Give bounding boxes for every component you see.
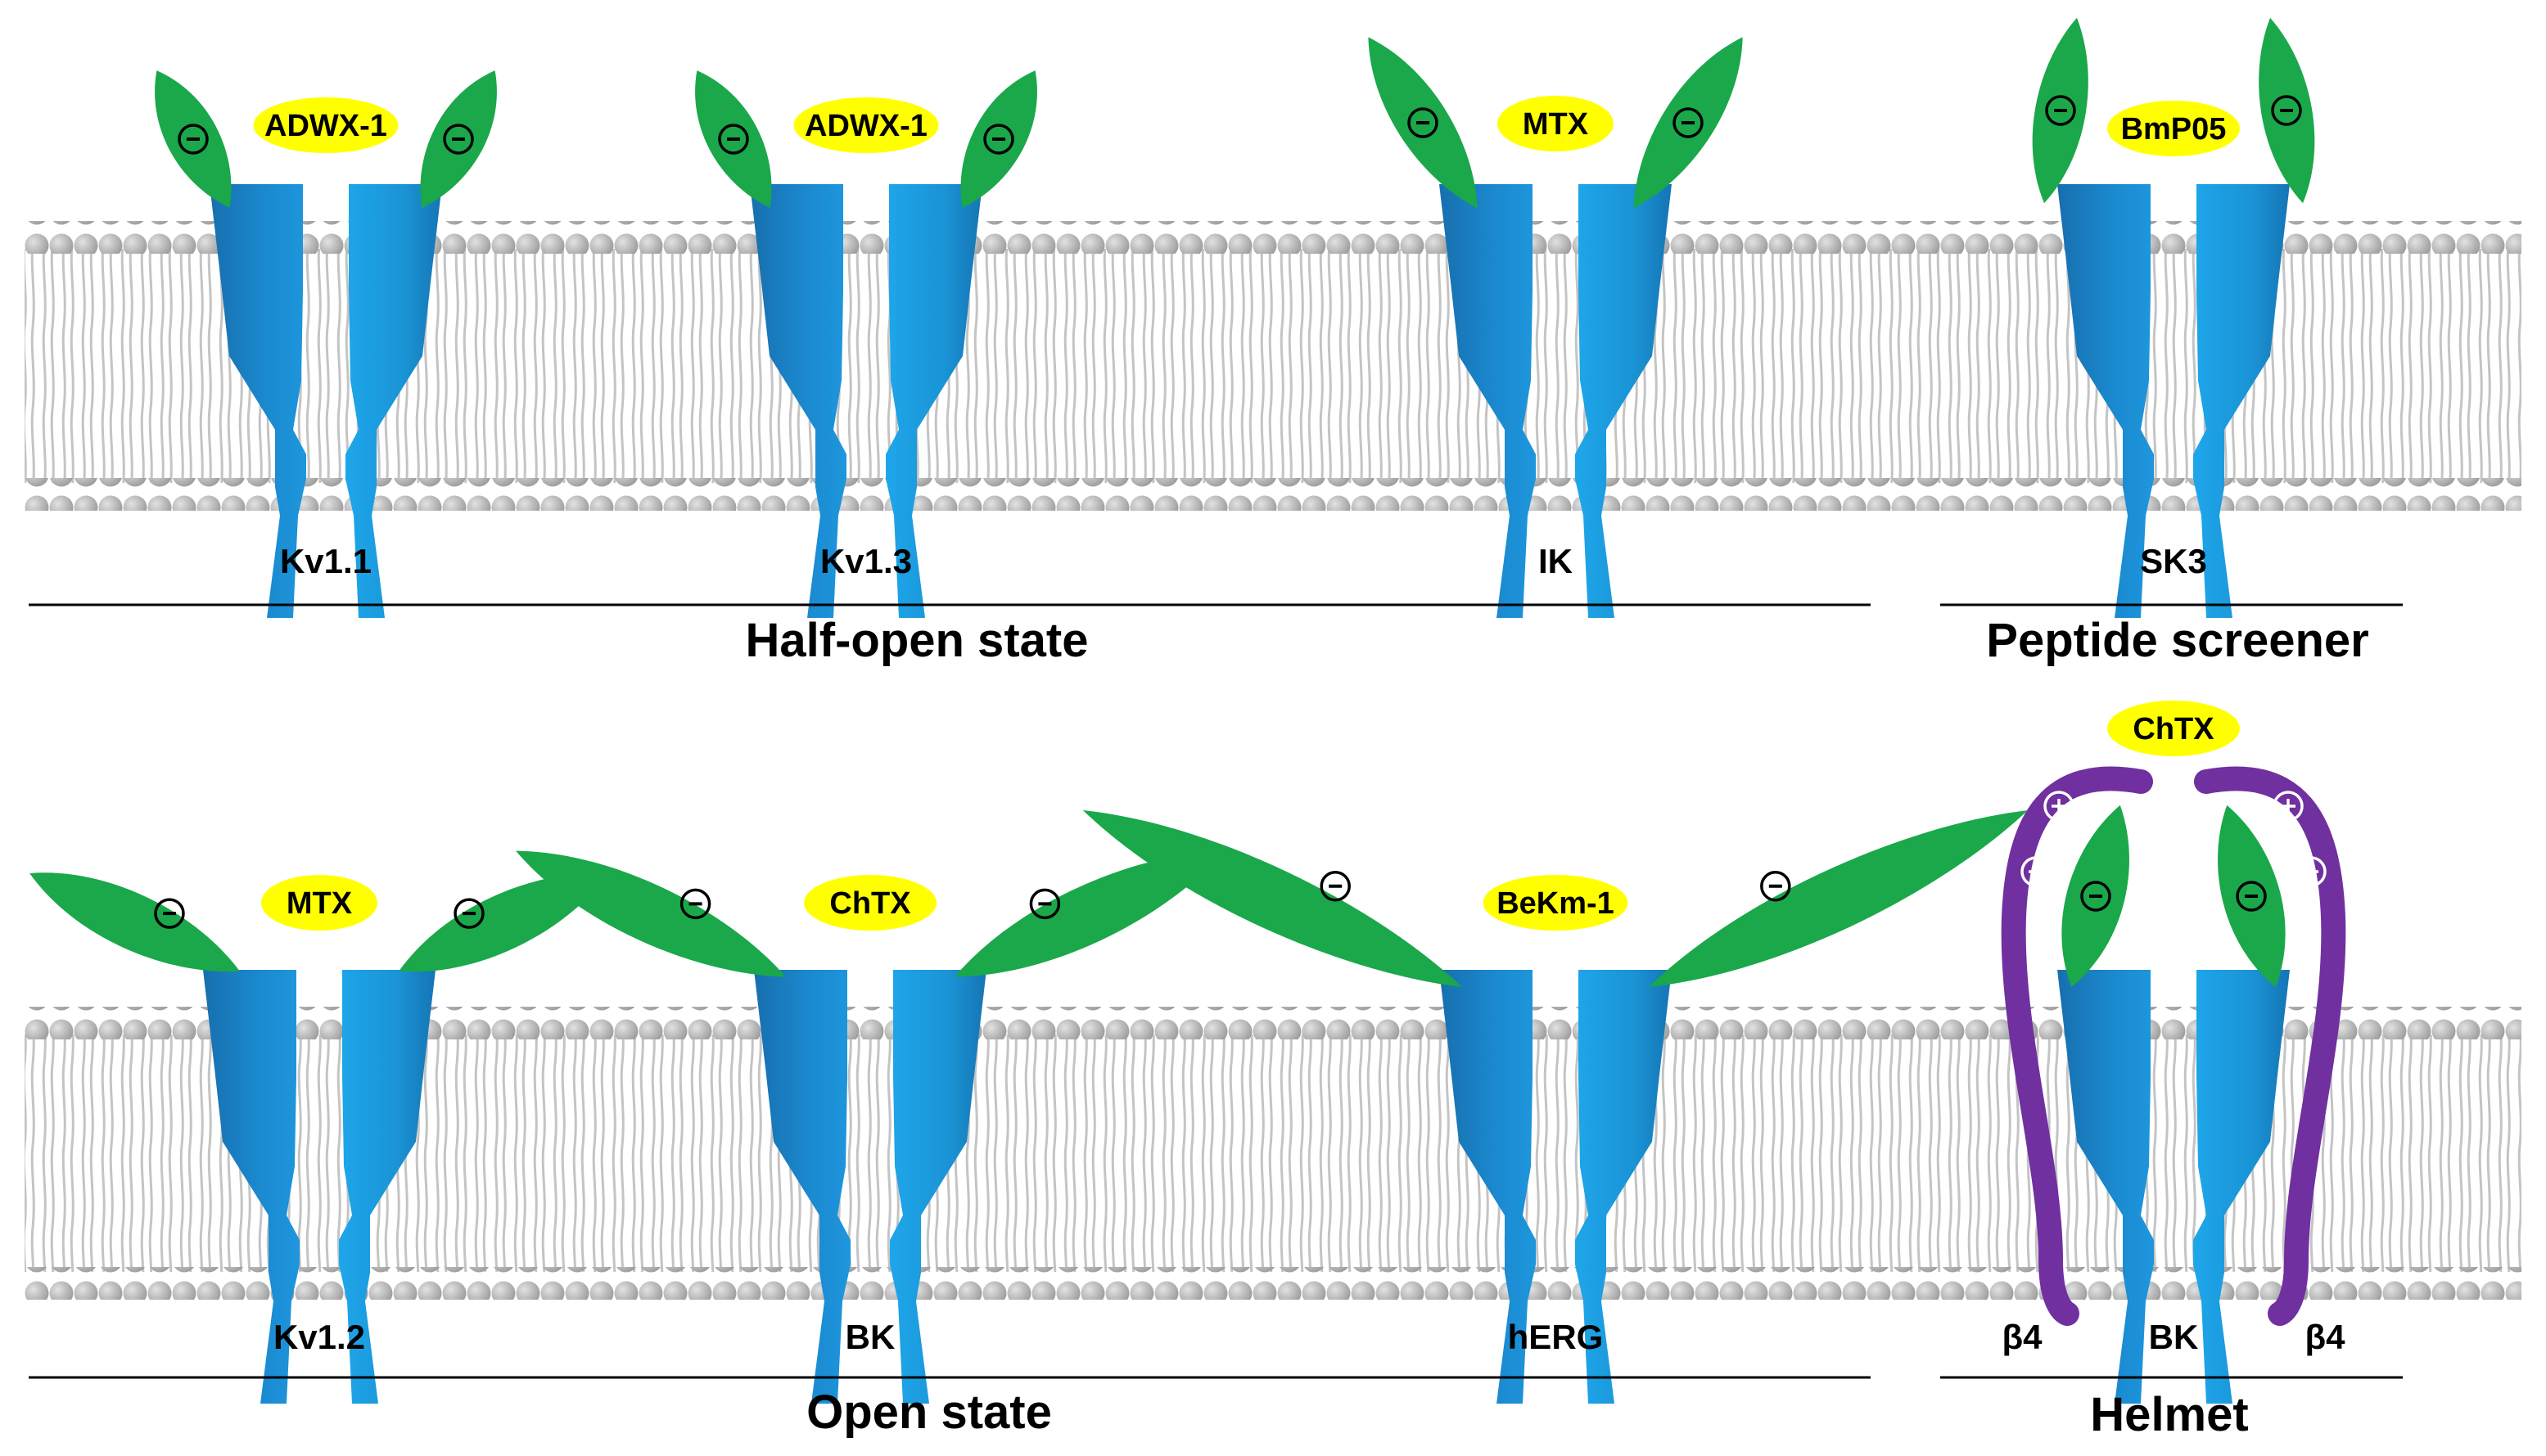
beta4-subunit-right bbox=[2194, 766, 2346, 1326]
negative-charge-icon bbox=[1029, 888, 1061, 920]
toxin-label-bk-beta4: ChTX bbox=[2133, 712, 2214, 746]
channel-bk-beta4 bbox=[2057, 970, 2290, 1404]
toxin-label-kv1-3: ADWX-1 bbox=[805, 109, 928, 143]
channel-kv1-3 bbox=[750, 184, 982, 618]
toxin-binding-wing-right bbox=[1648, 809, 2029, 988]
group-label-half-open: Half-open state bbox=[746, 614, 1089, 667]
channel-subunit-left bbox=[2057, 184, 2154, 618]
toxin-binding-wing-right bbox=[399, 872, 609, 972]
channel-subunit-left bbox=[203, 970, 300, 1404]
toxin-oval-bk-beta4 bbox=[2107, 701, 2240, 756]
channel-ik bbox=[1439, 184, 1672, 618]
toxin-oval-kv1-3 bbox=[793, 97, 939, 153]
channel-label-sk3: SK3 bbox=[2140, 542, 2207, 580]
channel-herg bbox=[1439, 970, 1672, 1404]
channel-subunit-right bbox=[1575, 970, 1672, 1404]
toxin-label-ik: MTX bbox=[1523, 107, 1589, 142]
channel-bk bbox=[754, 970, 986, 1404]
channel-label-kv1-2: Kv1.2 bbox=[273, 1318, 365, 1356]
channel-sk3 bbox=[2057, 184, 2290, 618]
negative-charge-icon bbox=[1320, 871, 1351, 902]
negative-charge-icon bbox=[983, 124, 1014, 155]
channel-label-kv1-1: Kv1.1 bbox=[280, 542, 372, 580]
channel-subunit-right bbox=[2193, 970, 2290, 1404]
channel-label-herg: hERG bbox=[1508, 1318, 1604, 1356]
lipid-heads-inner bbox=[25, 478, 2521, 511]
beta4-subunit-left bbox=[2001, 766, 2153, 1326]
channel-subunit-right bbox=[2193, 184, 2290, 618]
beta4-subunits bbox=[2001, 766, 2346, 1326]
channel-subunit-left bbox=[2057, 970, 2154, 1404]
negative-charge-icon bbox=[2271, 95, 2302, 126]
beta4-label-left: β4 bbox=[2002, 1318, 2043, 1356]
beta4-label-right: β4 bbox=[2305, 1318, 2346, 1356]
toxin-binding-wing-left bbox=[1082, 809, 1463, 988]
channel-subunit-left bbox=[1439, 184, 1536, 618]
channel-subunit-left bbox=[750, 184, 846, 618]
toxin-label-bk: ChTX bbox=[829, 886, 911, 921]
toxin-label-sk3: BmP05 bbox=[2121, 112, 2227, 147]
toxin-oval-kv1-2 bbox=[261, 875, 377, 931]
channel-subunit-left bbox=[210, 184, 306, 618]
toxin-oval-kv1-1 bbox=[253, 97, 399, 153]
channel-label-ik: IK bbox=[1538, 542, 1573, 580]
toxin-label-kv1-2: MTX bbox=[287, 886, 353, 921]
channel-subunit-left bbox=[1439, 970, 1536, 1404]
negative-charge-icon bbox=[1760, 871, 1791, 902]
positive-charge-icon bbox=[2020, 856, 2052, 887]
toxin-oval-sk3 bbox=[2107, 101, 2240, 156]
positive-charge-icon bbox=[2273, 791, 2304, 822]
channel-kv1-2 bbox=[203, 970, 436, 1404]
group-label-open: Open state bbox=[806, 1386, 1052, 1439]
negative-charge-icon bbox=[443, 124, 474, 155]
channel-kv1-1 bbox=[210, 184, 442, 618]
channel-subunit-right bbox=[890, 970, 986, 1404]
toxin-oval-ik bbox=[1497, 96, 1614, 151]
negative-charge-icon bbox=[178, 124, 209, 155]
negative-charge-icon bbox=[2080, 881, 2111, 912]
negative-charge-icon bbox=[2236, 881, 2267, 912]
channel-label-kv1-3: Kv1.3 bbox=[820, 542, 912, 580]
toxin-binding-wing-left bbox=[516, 850, 786, 977]
toxin-label-herg: BeKm-1 bbox=[1496, 886, 1614, 921]
channel-subunit-right bbox=[345, 184, 442, 618]
channel-subunit-right bbox=[1575, 184, 1672, 618]
negative-charge-icon bbox=[718, 124, 749, 155]
negative-charge-icon bbox=[2045, 95, 2076, 126]
channel-subunit-right bbox=[339, 970, 436, 1404]
group-label-peptide-screener: Peptide screener bbox=[1986, 614, 2368, 667]
channel-label-bk-beta4: BK bbox=[2149, 1318, 2199, 1356]
channel-label-bk: BK bbox=[846, 1318, 896, 1356]
toxin-label-kv1-1: ADWX-1 bbox=[264, 109, 387, 143]
negative-charge-icon bbox=[1407, 107, 1438, 138]
group-label-helmet: Helmet bbox=[2090, 1388, 2248, 1441]
negative-charge-icon bbox=[154, 898, 185, 929]
toxin-binding-wing-left bbox=[29, 872, 240, 972]
toxin-binding-domains bbox=[29, 17, 2315, 988]
channels bbox=[203, 184, 2290, 1404]
channel-subunit-right bbox=[886, 184, 982, 618]
negative-charge-icon bbox=[1673, 107, 1704, 138]
negative-charge-icon bbox=[679, 888, 711, 920]
positive-charge-icon bbox=[2043, 791, 2074, 822]
lipid-heads-inner bbox=[25, 1267, 2521, 1300]
positive-charge-icon bbox=[2295, 856, 2327, 887]
channel-subunit-left bbox=[754, 970, 851, 1404]
toxin-oval-bk bbox=[804, 875, 937, 931]
negative-charge-icon bbox=[454, 898, 485, 929]
toxin-binding-wing-right bbox=[955, 850, 1225, 977]
toxin-oval-herg bbox=[1483, 875, 1628, 931]
